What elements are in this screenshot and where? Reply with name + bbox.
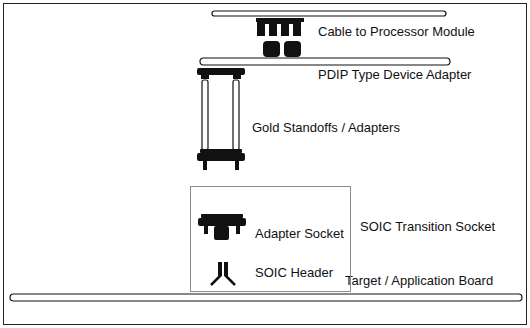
gold-standoffs bbox=[202, 80, 239, 150]
transition-socket-box: SOIC Transition SocketAdapter SocketSOIC… bbox=[190, 186, 351, 292]
pdip-adapter-plate bbox=[200, 58, 450, 65]
soic-header bbox=[211, 262, 235, 285]
cable-connector bbox=[256, 18, 304, 57]
pdip-connector bbox=[197, 68, 245, 79]
cable-plate bbox=[212, 11, 446, 16]
group-heading: SOIC Transition Socket bbox=[360, 219, 495, 234]
part-label: Adapter Socket bbox=[255, 226, 344, 241]
part-label: SOIC Header bbox=[255, 265, 333, 280]
frame bbox=[4, 4, 527, 325]
adapter-socket bbox=[198, 214, 246, 240]
standoff-clamp bbox=[197, 149, 245, 170]
adapter-label: PDIP Type Device Adapter bbox=[318, 67, 471, 82]
cable-label: Cable to Processor Module bbox=[318, 24, 475, 39]
target-board bbox=[10, 294, 522, 301]
standoff-label: Gold Standoffs / Adapters bbox=[252, 120, 400, 135]
board-label: Target / Application Board bbox=[345, 273, 493, 288]
